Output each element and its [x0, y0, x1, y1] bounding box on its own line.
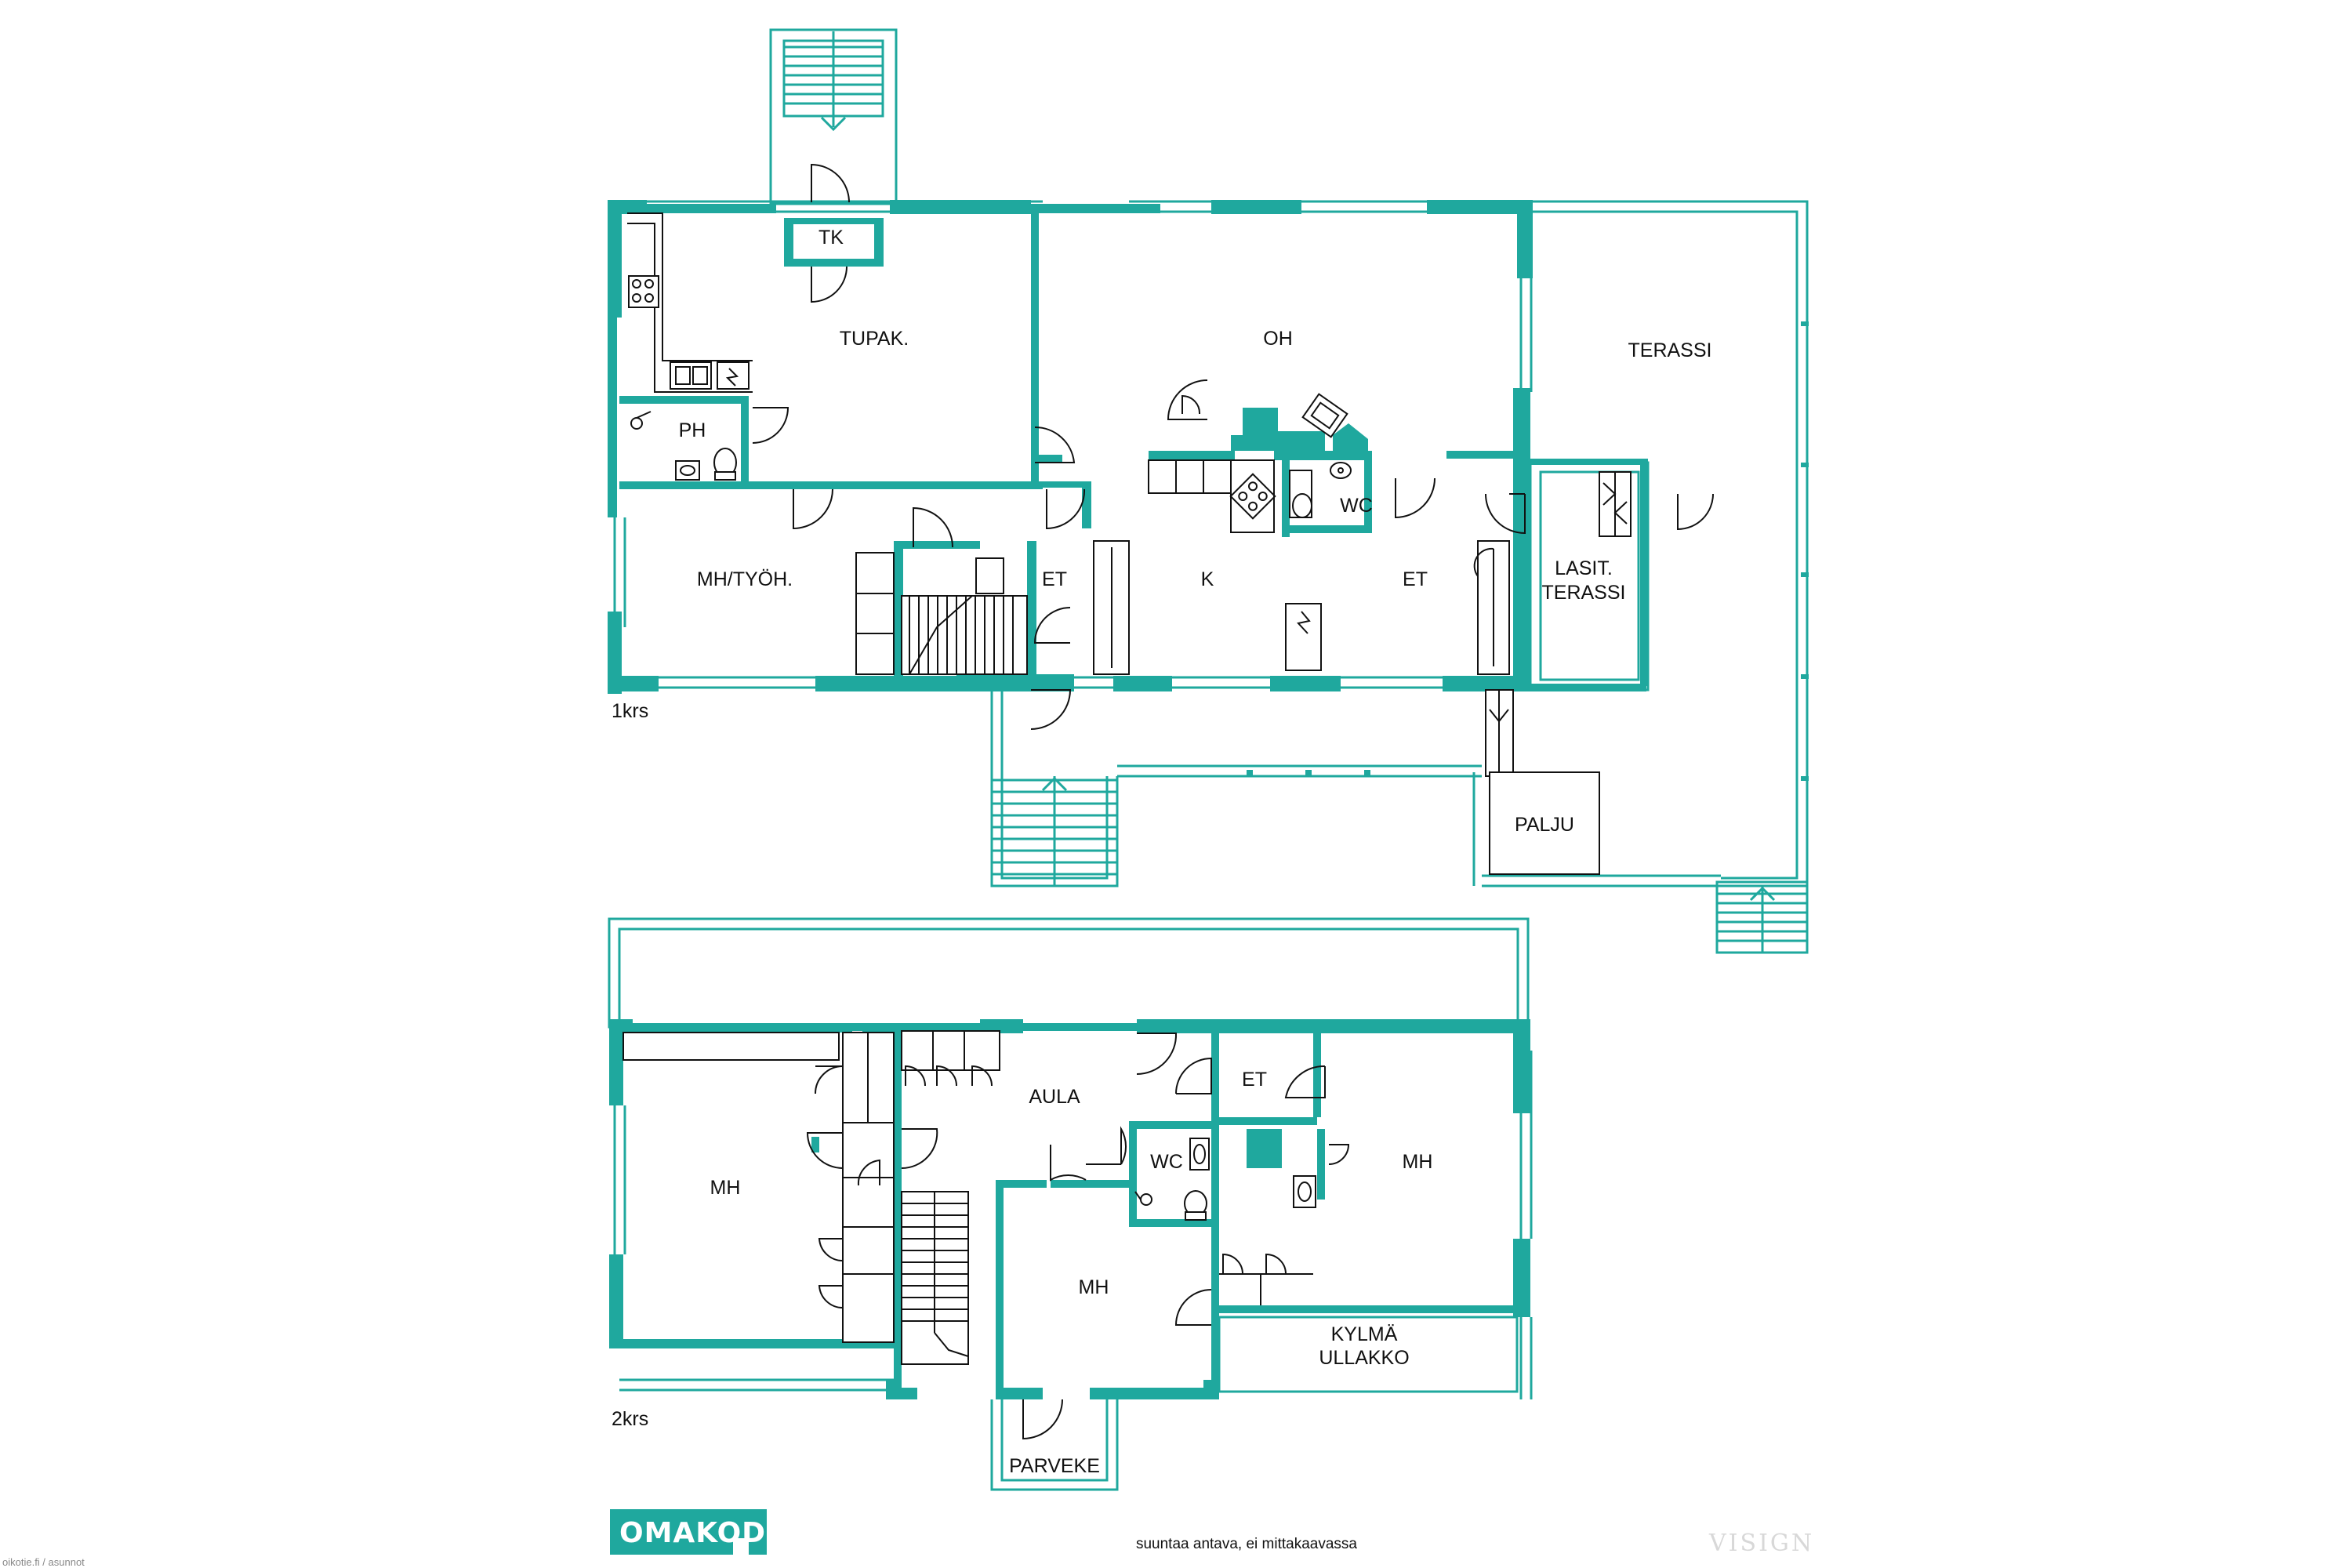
room-label-lasit-1: LASIT.: [1555, 557, 1613, 579]
room-label-terassi: TERASSI: [1628, 339, 1712, 361]
room-label-wc-1: WC: [1340, 495, 1373, 517]
room-label-et-hall: ET: [1042, 568, 1067, 590]
aula-closets: [901, 1030, 1350, 1326]
footer: OMAKODIT suuntaa antava, ei mittakaavass…: [2, 1509, 1814, 1568]
big-terrace: [1482, 200, 1809, 954]
entry-closet: [1473, 540, 1523, 675]
first-floor-walls: [608, 200, 1533, 694]
room-label-kylma-1: KYLMÄ: [1331, 1323, 1398, 1345]
kitchen-counters: [1148, 393, 1368, 533]
room-label-mh-right: MH: [1403, 1151, 1433, 1173]
logo-text: OMAKODIT: [619, 1517, 797, 1549]
tk-vestibule: [784, 163, 884, 303]
top-entry-stairs: [769, 28, 898, 205]
room-label-palju: PALJU: [1515, 814, 1574, 836]
tupak-kitchenette: [627, 212, 753, 393]
first-floor-plan: TK TUPAK. OH TERASSI PH WC MH/TYÖH. ET K…: [608, 28, 1809, 954]
room-label-wc-2: WC: [1150, 1151, 1183, 1173]
omakodit-logo: OMAKODIT: [610, 1509, 797, 1555]
level-label-2krs: 2krs: [612, 1408, 648, 1430]
second-floor-walls: [609, 1019, 1530, 1399]
second-wc-fixtures: [1134, 1138, 1316, 1221]
level-label-1krs: 1krs: [612, 700, 648, 722]
room-label-lasit-2: TERASSI: [1542, 582, 1626, 604]
balcony: [990, 1399, 1119, 1491]
room-label-oh: OH: [1263, 328, 1293, 350]
disclaimer-note: suuntaa antava, ei mittakaavassa: [1136, 1536, 1357, 1552]
stair-block: [855, 540, 1322, 675]
glazed-terrace: [1529, 459, 1650, 691]
room-label-kylma-2: ULLAKKO: [1319, 1347, 1409, 1369]
room-label-ph: PH: [679, 419, 706, 441]
room-label-mh-left: MH: [710, 1177, 741, 1199]
first-floor-doors: [793, 379, 1714, 730]
source-credit: oikotie.fi / asunnot: [2, 1556, 85, 1568]
bottom-entry-stairs: [990, 690, 1482, 887]
palju-area: [1472, 689, 1600, 886]
room-label-mh-tyoh: MH/TYÖH.: [697, 568, 793, 590]
first-floor-windows: [613, 200, 1803, 689]
room-label-aula: AULA: [1029, 1086, 1080, 1108]
room-label-tupak: TUPAK.: [840, 328, 909, 350]
second-floor-plan: MH AULA WC ET MH MH KYLMÄ ULLAKKO PARVEK…: [608, 917, 1533, 1491]
room-label-et-entry: ET: [1403, 568, 1428, 590]
watermark: VISIGN: [1708, 1530, 1814, 1557]
mh-left-closets: [622, 1032, 895, 1343]
room-label-tk: TK: [818, 227, 844, 249]
room-label-parveke: PARVEKE: [1009, 1455, 1100, 1477]
ph-fixtures: [630, 407, 789, 481]
room-label-mh-center: MH: [1079, 1276, 1109, 1298]
second-floor-stairs: [901, 1191, 969, 1365]
room-label-k: K: [1201, 568, 1214, 590]
room-label-et-2: ET: [1242, 1069, 1267, 1091]
